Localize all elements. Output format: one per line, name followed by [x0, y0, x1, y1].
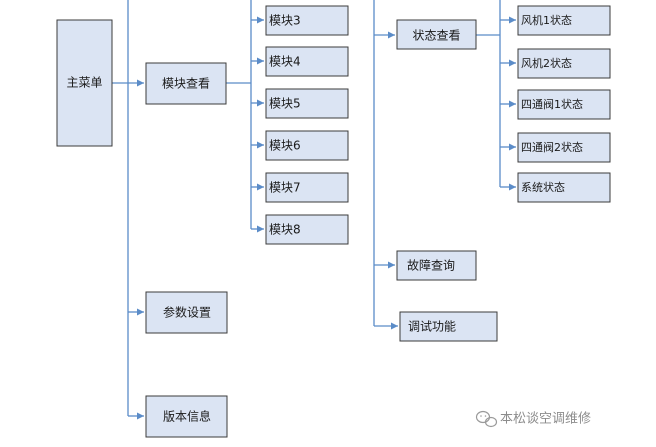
- label-module-view: 模块查看: [162, 77, 210, 91]
- label-param-settings: 参数设置: [163, 305, 211, 320]
- node-module-4: [265, 46, 349, 77]
- nodes: [56, 5, 611, 438]
- node-valve2-status: [517, 132, 611, 163]
- node-module-view: [145, 62, 227, 105]
- label-debug-function: 调试功能: [408, 319, 456, 334]
- node-debug-function: [399, 311, 498, 342]
- label-fault-query: 故障查询: [407, 258, 455, 273]
- connectors: [112, 0, 516, 420]
- label-module-4: 模块4: [269, 55, 301, 69]
- node-module-3: [265, 5, 349, 36]
- node-version-info: [145, 395, 228, 438]
- label-main-menu: 主菜单: [66, 76, 102, 90]
- node-valve1-status: [517, 89, 611, 120]
- node-labels: 主菜单 模块查看 参数设置 版本信息 模块3 模块4 模块5 模块6 模块7 模…: [66, 13, 583, 424]
- label-version-info: 版本信息: [163, 409, 211, 424]
- watermark: 本松谈空调维修: [475, 410, 591, 428]
- label-valve1-status: 四通阀1状态: [521, 97, 583, 111]
- label-module-8: 模块8: [269, 223, 301, 237]
- chat-bubble-icon: [475, 410, 498, 428]
- label-valve2-status: 四通阀2状态: [521, 140, 583, 154]
- node-status-view: [396, 19, 477, 50]
- label-module-3: 模块3: [269, 14, 301, 28]
- node-module-8: [265, 214, 349, 245]
- label-system-status: 系统状态: [521, 180, 565, 194]
- label-module-6: 模块6: [269, 139, 301, 153]
- label-fan2-status: 风机2状态: [521, 56, 572, 70]
- node-module-7: [265, 172, 349, 203]
- node-fault-query: [396, 250, 477, 281]
- watermark-label: 本松谈空调维修: [500, 412, 591, 427]
- label-fan1-status: 风机1状态: [521, 13, 572, 27]
- label-status-view: 状态查看: [412, 29, 460, 43]
- node-param-settings: [145, 291, 228, 334]
- node-main-menu: [56, 19, 113, 147]
- node-fan2-status: [517, 48, 611, 79]
- node-module-6: [265, 130, 349, 161]
- label-module-7: 模块7: [269, 181, 301, 195]
- node-fan1-status: [517, 5, 611, 36]
- label-module-5: 模块5: [269, 97, 301, 111]
- node-module-5: [265, 88, 349, 119]
- node-system-status: [517, 172, 611, 203]
